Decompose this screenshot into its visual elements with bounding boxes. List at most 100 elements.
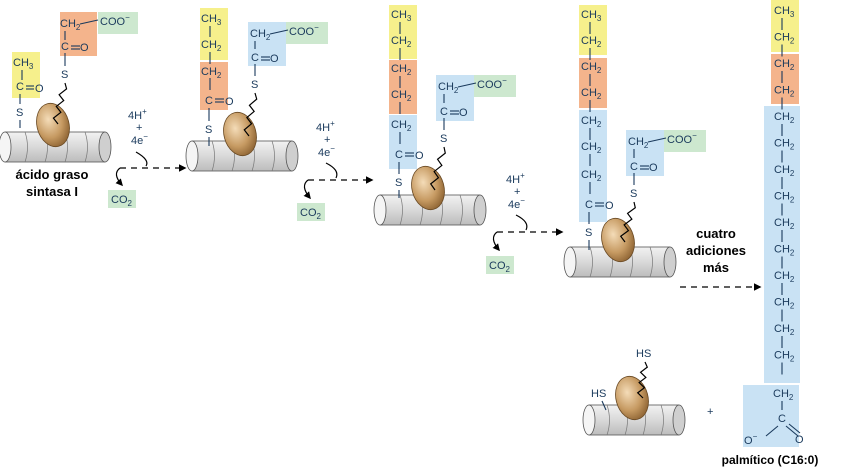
drum-end <box>285 140 299 172</box>
enzyme-stage-2 <box>185 111 299 172</box>
stage4-malonyl-ch2-box <box>626 130 664 152</box>
plus-sign: + <box>707 406 713 418</box>
protein-domain <box>411 165 445 211</box>
reducing-e: 4e− <box>318 144 335 159</box>
pantetheine-arm-icon <box>243 92 258 137</box>
ch2: CH2 <box>774 323 795 337</box>
acetyl-ch3: CH3 <box>13 57 34 71</box>
pantetheine-arm-icon <box>636 361 649 399</box>
pantetheine-arm-icon <box>429 146 446 191</box>
palmitate-yellow-box <box>771 0 799 52</box>
co2-release-arrow-icon <box>303 179 311 200</box>
ch2: CH2 <box>774 191 795 205</box>
pantetheine-arm-icon <box>52 82 68 125</box>
ch2: CH2 <box>391 63 412 77</box>
protein-domain <box>36 102 70 148</box>
ch2: CH2 <box>250 28 271 42</box>
stage2-yellow-box <box>200 8 228 60</box>
palmitate-carboxyl-box <box>743 385 799 447</box>
ch2: CH2 <box>774 138 795 152</box>
co2-label-1: CO2 <box>111 194 133 208</box>
bond <box>765 425 779 437</box>
drum-segment <box>649 246 653 278</box>
ch2: CH2 <box>774 297 795 311</box>
s: S <box>630 188 637 200</box>
carboxyl-carbon: C <box>778 413 786 425</box>
carboxylate: COO− <box>100 13 130 28</box>
carboxylate-o: O− <box>744 432 758 447</box>
bond <box>269 29 289 35</box>
reducing-plus: + <box>514 186 520 198</box>
acetyl-oxygen: O <box>35 83 44 95</box>
carbon: C <box>395 149 403 161</box>
enzyme-name-line1: ácido graso <box>15 167 89 182</box>
reducing-h: 4H+ <box>316 119 335 134</box>
drum-end <box>563 246 577 278</box>
oxygen: O <box>605 200 614 212</box>
ch2: CH2 <box>581 61 602 75</box>
drum-end <box>672 404 686 436</box>
carbon: C <box>630 161 638 173</box>
free-enzyme <box>582 375 686 436</box>
ch3: CH3 <box>774 5 795 19</box>
drum-segment <box>271 140 275 172</box>
cycles-line2: adiciones <box>686 243 746 258</box>
ch2: CH2 <box>391 35 412 49</box>
s: S <box>205 124 212 136</box>
drum-segment <box>399 194 403 226</box>
carbon: C <box>251 52 259 64</box>
malonyl-s: S <box>61 69 68 81</box>
acetyl-box <box>12 52 40 98</box>
drum-end <box>0 131 12 163</box>
carboxyl-oxygen: O <box>795 434 804 446</box>
protein-domain <box>615 375 649 421</box>
carboxylate: COO− <box>289 23 319 38</box>
electron-input-arrow-icon <box>515 214 528 231</box>
stage4-malonyl-co-box <box>626 152 664 176</box>
carboxylate-box <box>98 12 138 34</box>
ch2: CH2 <box>774 350 795 364</box>
co2-box-1 <box>108 190 136 208</box>
ch2: CH2 <box>774 164 795 178</box>
carboxylate: COO− <box>667 131 697 146</box>
drum-end <box>185 140 199 172</box>
stage3-yellow-box <box>389 5 417 59</box>
malonyl-carbon: C <box>61 41 69 53</box>
ch2: CH2 <box>391 119 412 133</box>
reducing-h: 4H+ <box>506 171 525 186</box>
free-thiol-hs: HS <box>591 388 606 400</box>
reducing-e: 4e− <box>131 132 148 147</box>
drum-segment <box>606 404 610 436</box>
co2-label-3: CO2 <box>489 260 511 274</box>
ch2: CH2 <box>774 58 795 72</box>
ch3: CH3 <box>201 13 222 27</box>
bond <box>647 137 667 143</box>
malonyl-co-box <box>60 34 97 56</box>
malonyl-ch2-box <box>60 12 97 34</box>
stage3-blue-box <box>389 115 417 169</box>
ch2: CH2 <box>438 81 459 95</box>
drum-end <box>373 194 387 226</box>
ch3: CH3 <box>391 9 412 23</box>
enzyme-stage-4 <box>563 217 677 278</box>
stage3-orange-box <box>389 60 417 114</box>
cycles-line3: más <box>702 260 730 275</box>
co2-label-2: CO2 <box>300 207 322 221</box>
electron-input-arrow-icon <box>135 151 148 167</box>
stage3-carboxylate-box <box>474 75 516 97</box>
s: S <box>585 227 592 239</box>
drum-segment <box>589 246 593 278</box>
co2-box-3 <box>486 256 514 274</box>
bond <box>785 425 799 437</box>
ch2: CH2 <box>201 66 222 80</box>
drum-segment <box>660 404 664 436</box>
s: S <box>395 177 402 189</box>
enzyme-name-label: ácido graso sintasa I <box>2 166 102 200</box>
co2-release-arrow-icon <box>115 167 123 187</box>
ch2: CH2 <box>581 169 602 183</box>
ch2: CH2 <box>581 35 602 49</box>
acetyl-carbon: C <box>16 81 24 93</box>
ch2: CH2 <box>774 111 795 125</box>
reducing-h: 4H+ <box>128 107 147 122</box>
